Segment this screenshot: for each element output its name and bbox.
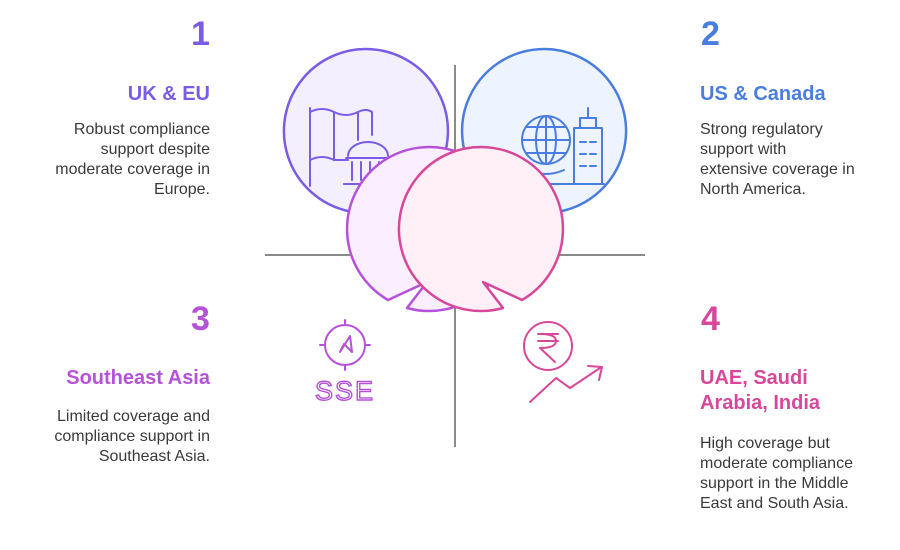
quadrant-4-description: High coverage but moderate compliance su… bbox=[700, 435, 853, 512]
compass-direction-label: SSE bbox=[315, 376, 375, 406]
quadrant-2-number: 2 bbox=[701, 15, 720, 53]
quadrant-4-title: UAE, Saudi Arabia, India bbox=[700, 367, 821, 414]
quadrant-1-number: 1 bbox=[191, 15, 210, 53]
quadrant-1-description: Robust compliance support despite modera… bbox=[55, 121, 210, 198]
compass-icon bbox=[319, 319, 371, 371]
quadrant-2-title: US & Canada bbox=[700, 83, 826, 105]
quadrant-3-description: Limited coverage and compliance support … bbox=[54, 408, 210, 465]
quadrant-2-description: Strong regulatory support with extensive… bbox=[700, 121, 855, 198]
speech-bubble-4 bbox=[397, 145, 565, 313]
quadrant-3-title: Southeast Asia bbox=[66, 367, 210, 389]
quadrant-1-title: UK & EU bbox=[127, 83, 210, 105]
quadrant-4-number: 4 bbox=[701, 300, 720, 338]
quadrant-3-number: 3 bbox=[191, 300, 210, 338]
rupee-growth-icon bbox=[523, 321, 603, 403]
